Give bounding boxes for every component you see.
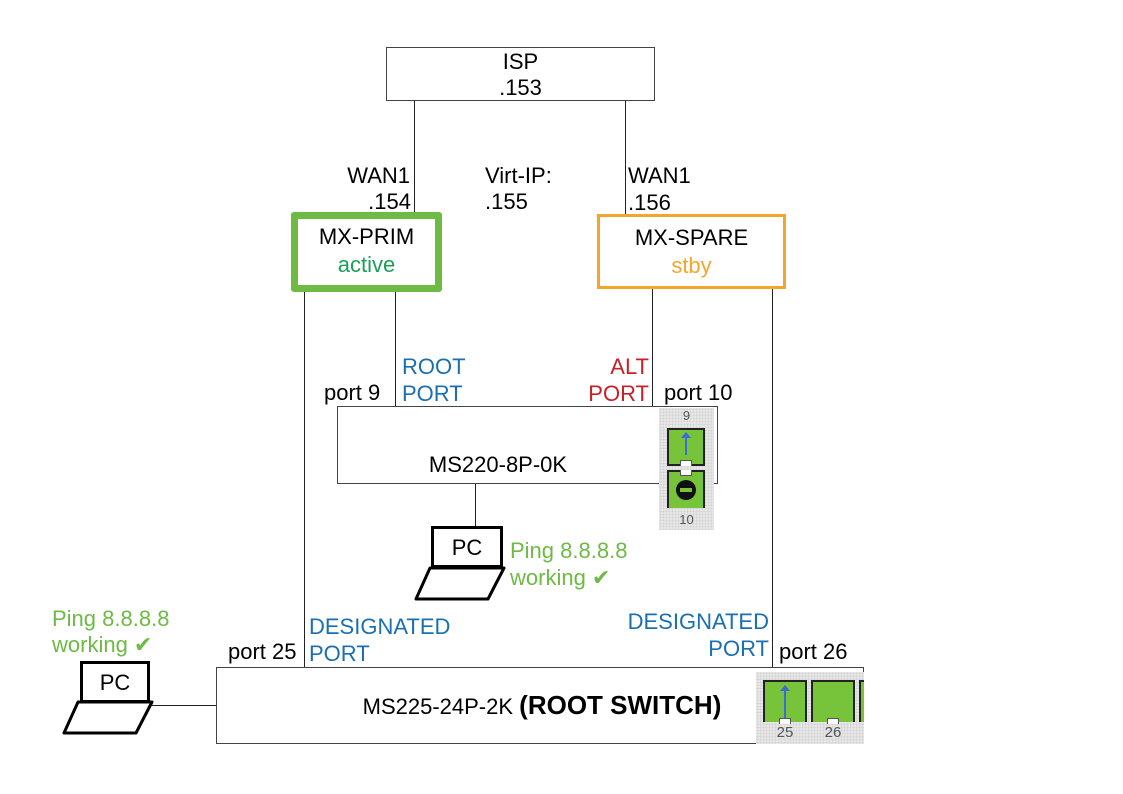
mx-prim-wan-label: WAN1: [347, 163, 410, 188]
mx-spare-status: stby: [671, 253, 712, 278]
ms225-title: MS225-24P-2K (ROOT SWITCH): [217, 692, 867, 720]
mx-spare-name: MX-SPARE: [634, 225, 749, 250]
pc-ms220-status-2: working ✔: [510, 565, 611, 590]
link-mx-prim-ms220: [395, 290, 396, 407]
mx-prim-status: active: [337, 252, 396, 277]
designated-right-label-1: DESIGNATED: [627, 609, 769, 634]
pc-ms225[interactable]: PC: [60, 660, 156, 736]
designated-right-label-2: PORT: [708, 636, 769, 661]
virt-ip-value: .155: [485, 189, 528, 214]
isp-ip: .153: [499, 75, 542, 100]
link-isp-mx-prim: [414, 100, 415, 216]
root-port-label-2: PORT: [402, 381, 463, 406]
port-number: 26: [824, 724, 842, 741]
alt-port-label-2: PORT: [588, 381, 649, 406]
alt-port-label-1: ALT: [610, 354, 649, 379]
blocked-icon: [676, 480, 696, 500]
pc-ms220-status-1: Ping 8.8.8.8: [510, 538, 628, 563]
ms220-switch[interactable]: MS220-8P-0K: [337, 406, 718, 484]
designated-left-label-1: DESIGNATED: [309, 614, 451, 639]
designated-left-label-2: PORT: [309, 641, 370, 666]
pc-ms225-label: PC: [99, 670, 131, 695]
port-number: 25: [776, 724, 794, 741]
ms220-name: MS220-8P-0K: [428, 452, 568, 477]
mx-spare-node[interactable]: MX-SPARE stby: [597, 214, 786, 289]
ms220-port9-label: port 9: [324, 380, 381, 405]
port-number: 10: [679, 512, 694, 527]
isp-name: ISP: [502, 49, 539, 74]
link-ms220-pc: [475, 483, 476, 528]
link-mx-spare-ms225: [772, 288, 773, 668]
uplink-arrow-icon: [780, 685, 790, 718]
ms225-name: MS225-24P-2K: [362, 694, 514, 719]
ms225-port-25[interactable]: [763, 680, 807, 724]
ms220-port-panel: 9 10: [659, 408, 714, 530]
link-pc-ms225: [152, 705, 216, 706]
ms225-role: (ROOT SWITCH): [519, 690, 722, 720]
mx-prim-name: MX-PRIM: [318, 224, 415, 249]
isp-node[interactable]: ISP .153: [386, 47, 655, 101]
pc-ms225-status-2: working ✔: [52, 632, 153, 657]
port-number: 9: [682, 408, 691, 423]
laptop-keyboard-icon: [414, 566, 506, 601]
ms225-port-27-partial[interactable]: [859, 680, 864, 722]
virt-ip-label: Virt-IP:: [485, 163, 552, 188]
laptop-keyboard-icon: [62, 700, 154, 735]
pc-ms220-label: PC: [451, 535, 483, 560]
ms220-port-10[interactable]: [667, 470, 705, 508]
pc-ms220-screen: PC: [431, 526, 503, 568]
mx-prim-node[interactable]: MX-PRIM active: [291, 212, 442, 292]
link-mx-spare-ms220: [652, 288, 653, 407]
mx-prim-wan-ip: .154: [368, 189, 411, 214]
ms225-port26-label: port 26: [779, 639, 848, 664]
mx-spare-wan-label: WAN1: [628, 163, 691, 188]
pc-ms225-status-1: Ping 8.8.8.8: [52, 606, 170, 631]
root-port-label-1: ROOT: [402, 354, 466, 379]
pc-ms220[interactable]: PC: [412, 526, 508, 602]
link-isp-mx-spare: [625, 100, 626, 216]
mx-spare-wan-ip: .156: [628, 190, 671, 215]
uplink-arrow-icon: [681, 432, 691, 455]
ms225-port25-label: port 25: [228, 639, 297, 664]
ms220-port10-label: port 10: [664, 380, 733, 405]
pc-ms225-screen: PC: [80, 661, 150, 703]
link-mx-prim-ms225: [304, 290, 305, 668]
ms220-port-9[interactable]: [667, 428, 705, 466]
ms225-port-panel: 25 26: [756, 672, 864, 744]
ms225-port-26[interactable]: [811, 680, 855, 724]
